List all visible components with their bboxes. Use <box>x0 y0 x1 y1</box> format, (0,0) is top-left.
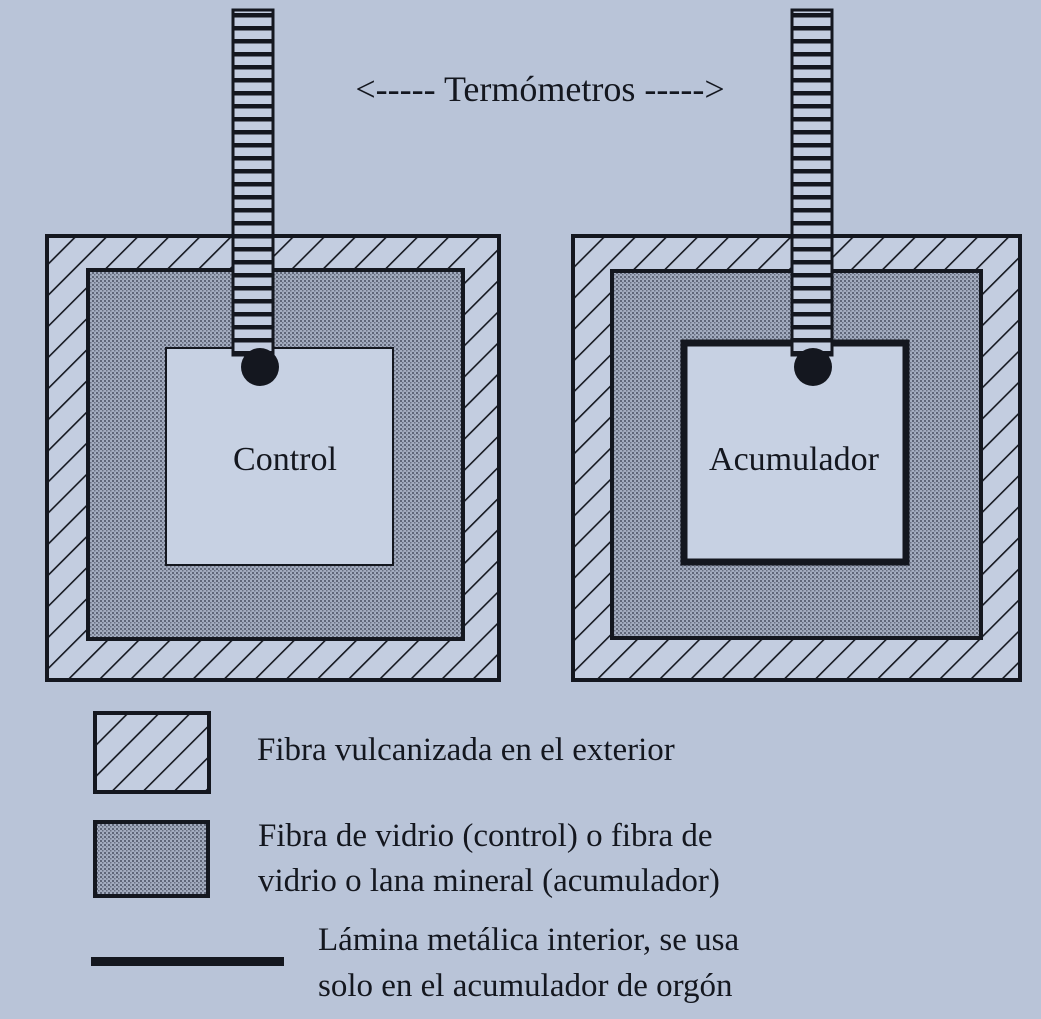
control-chamber <box>165 347 394 566</box>
accumulator-chamber <box>680 339 910 566</box>
legend-text-line-1: Lámina metálica interior, se usa <box>318 922 739 958</box>
thermometers-label: <----- Termómetros -----> <box>355 69 724 109</box>
legend-text-dotted-1: Fibra de vidrio (control) o fibra de <box>258 818 713 854</box>
control-label: Control <box>233 441 337 478</box>
legend-text-line-2: solo en el acumulador de orgón <box>318 968 733 1004</box>
legend-text-hatch: Fibra vulcanizada en el exterior <box>257 732 675 768</box>
legend: Fibra vulcanizada en el exterior Fibra d… <box>91 711 739 1004</box>
thermometer-left <box>231 8 279 386</box>
thermometer-right <box>790 8 834 386</box>
legend-swatch-dotted <box>93 820 210 898</box>
thermometer-bulb-left <box>241 348 279 386</box>
accumulator-label: Acumulador <box>709 441 880 478</box>
legend-swatch-line <box>91 957 284 966</box>
legend-swatch-hatch <box>93 711 211 794</box>
legend-text-dotted-2: vidrio o lana mineral (acumulador) <box>258 863 720 899</box>
thermometer-bulb-right <box>794 348 832 386</box>
